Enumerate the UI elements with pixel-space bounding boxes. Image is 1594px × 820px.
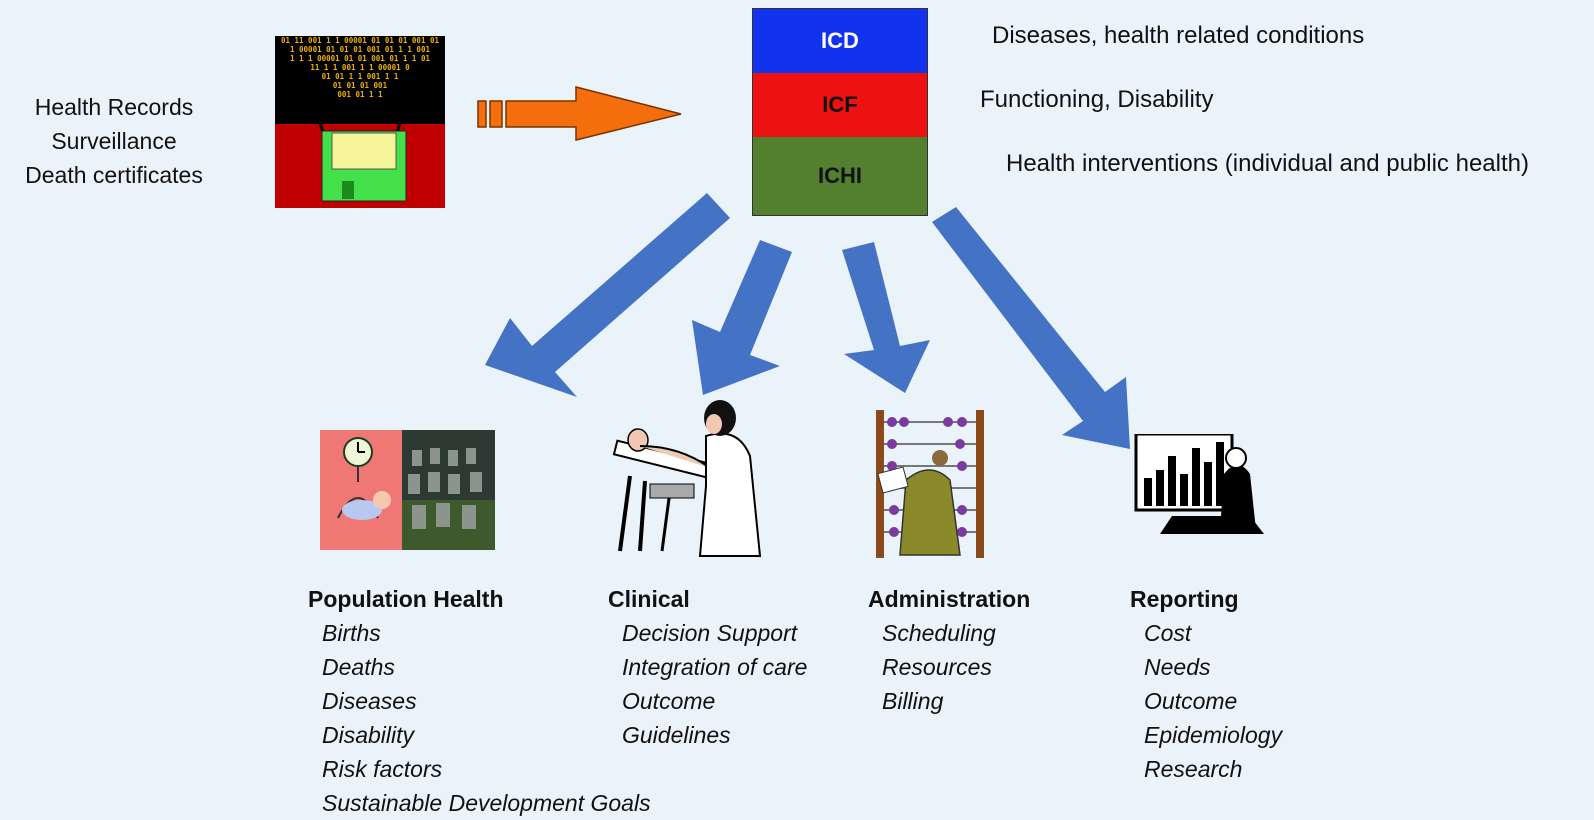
list-item: Disability xyxy=(322,722,415,748)
icf-band: ICF xyxy=(753,73,927,137)
arrow-to-clinical-icon xyxy=(692,240,792,395)
orange-right-arrow-icon xyxy=(477,86,682,141)
arrow-to-population-health-icon xyxy=(485,193,730,397)
list-item: Needs xyxy=(1144,654,1211,680)
list-item: Research xyxy=(1144,756,1243,782)
category-title: Population Health xyxy=(308,586,504,612)
arrow-to-administration-icon xyxy=(842,242,930,393)
list-item: Decision Support xyxy=(622,620,798,646)
category-clinical: Clinical Decision Support Integration of… xyxy=(608,582,807,752)
list-item: Guidelines xyxy=(622,722,731,748)
classification-stack: ICD ICF ICHI xyxy=(752,8,928,216)
list-item: Resources xyxy=(882,654,992,680)
category-reporting: Reporting Cost Needs Outcome Epidemiolog… xyxy=(1130,582,1282,786)
list-item: Scheduling xyxy=(882,620,996,646)
source-health-records: Health Records xyxy=(34,94,194,120)
category-title: Clinical xyxy=(608,586,690,612)
ichi-band: ICHI xyxy=(753,137,927,215)
category-title: Reporting xyxy=(1130,586,1239,612)
icd-band: ICD xyxy=(753,9,927,73)
list-item: Outcome xyxy=(1144,688,1238,714)
population-health-icon xyxy=(320,430,495,550)
list-item: Deaths xyxy=(322,654,395,680)
ichi-description: Health interventions (individual and pub… xyxy=(1006,150,1529,177)
list-item: Epidemiology xyxy=(1144,722,1283,748)
source-surveillance: Surveillance xyxy=(51,128,177,154)
list-item: Births xyxy=(322,620,381,646)
clinical-exam-icon xyxy=(612,400,762,557)
data-sources: Health Records Surveillance Death certif… xyxy=(0,90,228,192)
chart-presentation-icon xyxy=(1134,434,1264,534)
list-item: Risk factors xyxy=(322,756,443,782)
category-administration: Administration Scheduling Resources Bill… xyxy=(868,582,1030,718)
list-item: Billing xyxy=(882,688,944,714)
list-item: Outcome xyxy=(622,688,716,714)
abacus-icon xyxy=(876,410,984,558)
category-title: Administration xyxy=(868,586,1031,612)
icf-description: Functioning, Disability xyxy=(980,86,1214,113)
list-item: Integration of care xyxy=(622,654,808,680)
category-population-health: Population Health Births Deaths Diseases… xyxy=(308,582,651,820)
list-item: Sustainable Development Goals xyxy=(322,790,651,816)
floppy-disk-icon xyxy=(284,90,436,202)
source-death-certificates: Death certificates xyxy=(25,162,203,188)
icd-description: Diseases, health related conditions xyxy=(992,22,1365,49)
list-item: Cost xyxy=(1144,620,1192,646)
list-item: Diseases xyxy=(322,688,417,714)
